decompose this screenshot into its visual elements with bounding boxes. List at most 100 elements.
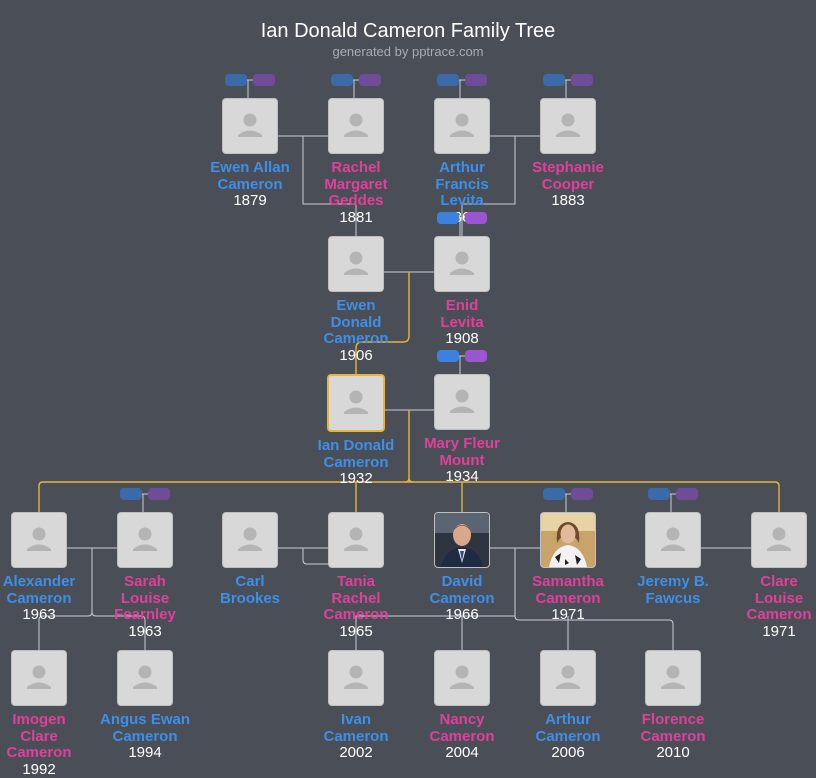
expand-mother-button[interactable] [253, 74, 275, 86]
person-name-line: Ian Donald [306, 438, 406, 455]
person-placeholder-icon[interactable] [117, 650, 173, 706]
person-name-line: Rachel [306, 160, 406, 177]
expand-mother-button[interactable] [148, 488, 170, 500]
expand-father-button[interactable] [120, 488, 142, 500]
person-name[interactable]: Jeremy B.Fawcus [623, 574, 723, 607]
person-birth-year: 1906 [306, 348, 406, 365]
person-name-line: Mary Fleur [412, 436, 512, 453]
person-placeholder-icon[interactable] [222, 98, 278, 154]
person-placeholder-icon[interactable] [434, 374, 490, 430]
person-placeholder-icon[interactable] [117, 512, 173, 568]
expand-mother-button[interactable] [465, 212, 487, 224]
expand-father-button[interactable] [543, 74, 565, 86]
expand-mother-button[interactable] [465, 74, 487, 86]
expand-father-button[interactable] [437, 350, 459, 362]
expand-father-button[interactable] [437, 212, 459, 224]
person-placeholder-icon[interactable] [645, 512, 701, 568]
person-name-line: Cameron [518, 729, 618, 746]
person-placeholder-icon[interactable] [434, 98, 490, 154]
person-name-line: Ewen [306, 298, 406, 315]
person-placeholder-icon[interactable] [328, 98, 384, 154]
person-placeholder-icon[interactable] [540, 98, 596, 154]
person-name-line: Tania [306, 574, 406, 591]
expand-father-button[interactable] [225, 74, 247, 86]
person-photo[interactable] [434, 512, 490, 568]
person-photo[interactable] [540, 512, 596, 568]
person-name-line: Angus Ewan [95, 712, 195, 729]
person-name-line: Rachel [306, 591, 406, 608]
person-name-line: Imogen [0, 712, 89, 729]
expand-mother-button[interactable] [359, 74, 381, 86]
person-card-jeremy[interactable]: Jeremy B.Fawcus [623, 512, 723, 607]
expand-mother-button[interactable] [676, 488, 698, 500]
person-name-line: Ewen Allan [200, 160, 300, 177]
expand-father-button[interactable] [648, 488, 670, 500]
person-placeholder-icon[interactable] [222, 512, 278, 568]
expand-mother-button[interactable] [571, 74, 593, 86]
person-name-line: Alexander [0, 574, 89, 591]
person-placeholder-icon[interactable] [645, 650, 701, 706]
person-placeholder-icon[interactable] [328, 512, 384, 568]
person-placeholder-icon[interactable] [11, 650, 67, 706]
expand-father-button[interactable] [543, 488, 565, 500]
person-placeholder-icon[interactable] [434, 650, 490, 706]
expand-mother-button[interactable] [571, 488, 593, 500]
person-placeholder-icon[interactable] [434, 236, 490, 292]
person-name-line: Samantha [518, 574, 618, 591]
person-birth-year: 1883 [518, 193, 618, 210]
person-placeholder-icon[interactable] [328, 236, 384, 292]
person-birth-year: 1965 [306, 624, 406, 641]
person-placeholder-icon[interactable] [327, 374, 385, 432]
expand-father-button[interactable] [437, 74, 459, 86]
person-placeholder-icon[interactable] [11, 512, 67, 568]
expand-mother-button[interactable] [465, 350, 487, 362]
person-placeholder-icon[interactable] [751, 512, 807, 568]
person-placeholder-icon[interactable] [328, 650, 384, 706]
person-name-line: Levita [412, 193, 512, 210]
expand-father-button[interactable] [331, 74, 353, 86]
person-placeholder-icon[interactable] [540, 650, 596, 706]
